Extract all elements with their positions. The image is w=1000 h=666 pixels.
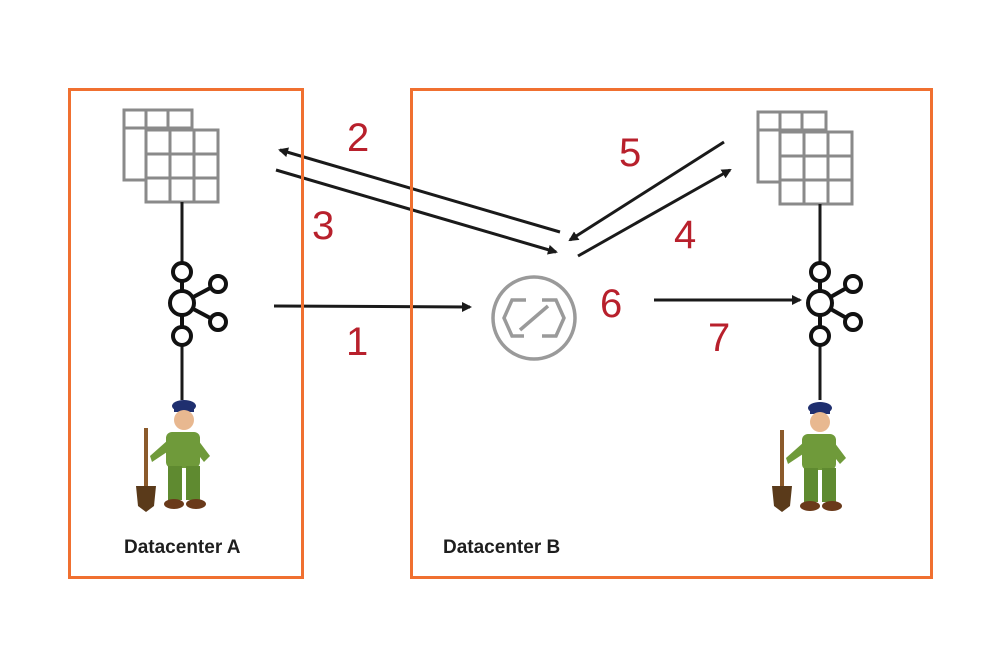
step-3-label: 3 <box>312 204 335 248</box>
datacenter-a-label: Datacenter A <box>124 537 241 558</box>
kafka-icon-b <box>806 261 863 347</box>
datacenter-a-box <box>68 88 304 579</box>
table-icon-b <box>756 110 854 206</box>
zookeeper-icon-b <box>772 402 846 512</box>
datacenter-b-label: Datacenter B <box>443 537 561 558</box>
step-4-label: 4 <box>674 213 697 257</box>
datacenter-b-box <box>410 88 933 579</box>
connector-icon <box>491 275 577 361</box>
step-6-label: 6 <box>600 282 623 326</box>
step-2-label: 2 <box>347 116 370 160</box>
arrow-step-3 <box>275 168 558 255</box>
zookeeper-icon-a <box>136 400 210 512</box>
arrow-step-5 <box>568 140 725 242</box>
arrow-step-1 <box>273 301 472 312</box>
table-icon-a <box>122 108 220 204</box>
step-7-label: 7 <box>708 316 731 360</box>
arrow-step-2 <box>278 147 561 234</box>
step-1-label: 1 <box>346 320 369 364</box>
arrow-step-4 <box>577 168 732 258</box>
kafka-icon-a <box>168 261 228 347</box>
step-5-label: 5 <box>619 131 642 175</box>
